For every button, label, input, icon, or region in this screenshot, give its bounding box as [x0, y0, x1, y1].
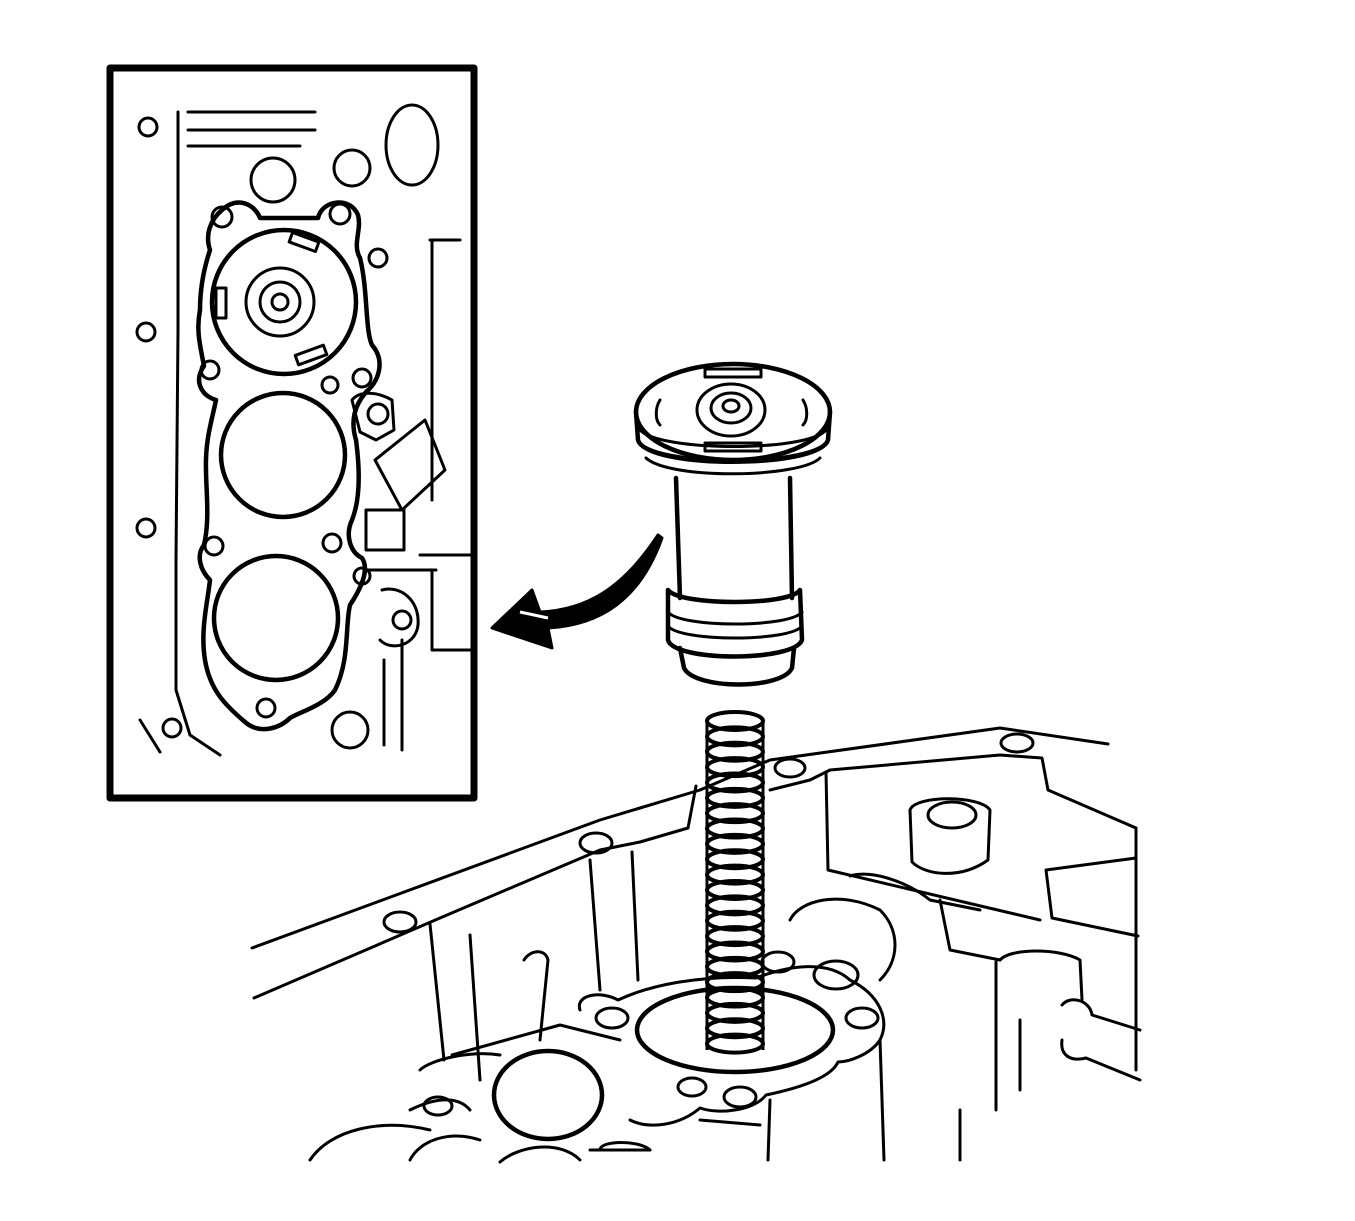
- piston-tab: [703, 441, 763, 453]
- inset-bore-lower: [211, 553, 341, 683]
- case-flange-inner: [768, 753, 1138, 830]
- inset-detail: [106, 64, 478, 802]
- inset-piston-ring: [244, 266, 316, 338]
- inset-port: [332, 148, 372, 188]
- inset-bolt-hole: [210, 205, 234, 229]
- piston-boss: [695, 382, 767, 438]
- piston-boss-hole: [721, 398, 741, 414]
- inset-fitting-body: [350, 391, 396, 442]
- inset-bolt-hole: [352, 566, 372, 586]
- case-wall: [994, 960, 1022, 1112]
- inset-bolt-hole: [199, 359, 221, 381]
- inset-bolt-hole: [367, 247, 389, 269]
- case-pipe: [1060, 998, 1142, 1082]
- arrow-highlight: [519, 610, 549, 620]
- inset-connector: [373, 418, 447, 512]
- install-direction-arrow: [490, 533, 664, 650]
- accumulator-spring: [705, 710, 765, 1055]
- case-lower-outline: [408, 1052, 502, 1112]
- piston-tab-side: [801, 398, 809, 427]
- piston-groove: [640, 444, 826, 464]
- accumulator-piston: [633, 361, 833, 687]
- case-gasket-outline: [577, 965, 886, 1127]
- case-right-flange: [1044, 856, 1140, 938]
- case-bolt-hole: [773, 757, 807, 779]
- inset-hole: [135, 517, 157, 539]
- case-wall: [766, 1038, 962, 1162]
- piston-groove: [638, 428, 828, 448]
- case-lower-edge: [598, 1141, 652, 1152]
- piston-bottom: [677, 645, 797, 687]
- inset-plate-edge: [174, 110, 222, 757]
- case-wall: [522, 950, 550, 1042]
- inset-bracket: [364, 508, 472, 557]
- case-raised-boss-hole: [926, 800, 978, 830]
- inset-bolt-hole: [328, 202, 352, 226]
- inset-piston-center: [258, 280, 302, 324]
- inset-bolt-hole: [203, 535, 225, 557]
- inset-bolt-hole: [321, 532, 343, 554]
- case-boss-edge: [824, 770, 1042, 922]
- inset-piston-tab: [214, 286, 228, 320]
- inset-gasket: [196, 200, 382, 732]
- case-bore-hole: [760, 950, 796, 974]
- inset-boss-hole: [391, 609, 413, 631]
- inset-hole: [137, 116, 159, 138]
- case-bolt-hole: [999, 732, 1035, 754]
- case-lower-edge: [498, 1118, 762, 1164]
- piston-tab: [703, 367, 763, 379]
- piston-boss-inner: [709, 391, 753, 425]
- inset-frame: [106, 64, 478, 802]
- case-pipe-boss: [998, 949, 1084, 1002]
- piston-groove: [644, 456, 822, 476]
- case-raised-boss: [908, 797, 992, 875]
- case-lower-bore-edge: [308, 1123, 482, 1162]
- inset-fitting: [366, 402, 390, 426]
- inset-piston-hole: [270, 292, 290, 312]
- spring-outline: [705, 721, 765, 1050]
- inset-bolt-hole: [255, 697, 277, 719]
- case-bolt-hole: [422, 1095, 454, 1117]
- case-wall: [428, 850, 640, 1082]
- case-bore-hole: [844, 1006, 880, 1030]
- piston-lower-land: [665, 587, 805, 659]
- case-bore-hole: [812, 959, 860, 991]
- inset-hole: [135, 321, 157, 343]
- piston-lower-groove: [666, 610, 804, 626]
- inset-bore-middle: [218, 390, 348, 520]
- case-bore-hole: [676, 1076, 708, 1098]
- case-bolt-hole: [382, 910, 418, 934]
- inset-bolt-hole: [320, 375, 340, 395]
- inset-port: [249, 156, 297, 204]
- piston-stem: [673, 475, 795, 601]
- inset-bolt-hole: [351, 367, 373, 389]
- inset-boss: [378, 587, 420, 648]
- inset-top-lines: [186, 110, 317, 148]
- case-flange-inner: [252, 784, 698, 1000]
- inset-body-lines: [382, 638, 404, 752]
- piston-lower-groove: [666, 624, 804, 640]
- case-ribs: [848, 872, 1002, 962]
- case-bolt-hole: [578, 831, 614, 855]
- case-accumulator-bore: [634, 985, 836, 1075]
- inset-piston-tab: [287, 231, 321, 253]
- inset-oval: [384, 103, 440, 187]
- case-top-edge: [250, 726, 1110, 950]
- inset-hole: [161, 717, 183, 739]
- case-bore-hole: [594, 1006, 630, 1030]
- inset-accumulator-bore: [209, 227, 359, 377]
- case-ledge: [450, 1023, 622, 1057]
- arrow-shape: [490, 533, 664, 650]
- inset-piston-tab: [293, 343, 329, 367]
- piston-tab-side: [654, 398, 662, 427]
- case-bore-hole: [722, 1085, 758, 1109]
- inset-body-lines: [428, 238, 472, 652]
- inset-edge-mark: [138, 718, 162, 754]
- case-lower-bore: [491, 1048, 605, 1142]
- transmission-case: [250, 726, 1142, 1164]
- inset-port: [330, 710, 370, 750]
- case-rib: [788, 897, 897, 982]
